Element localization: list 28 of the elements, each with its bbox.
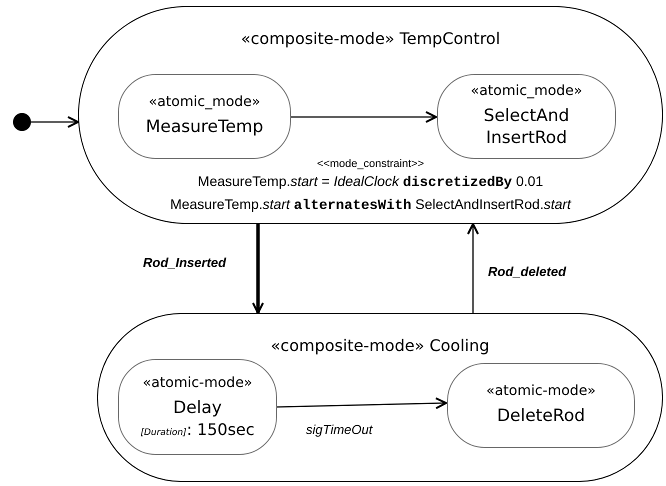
edge-label: sigTimeOut — [306, 421, 372, 439]
atomic-state — [447, 363, 635, 448]
transition-arrow — [276, 397, 447, 410]
transition-arrow — [467, 223, 479, 313]
composite-state — [78, 6, 663, 224]
constraint-stereotype: <<mode_constraint>> — [316, 159, 424, 170]
atomic-state — [437, 74, 616, 159]
atomic-state — [118, 359, 277, 455]
edge-label: Rod_deleted — [488, 263, 566, 281]
stereotype-label: «atomic_mode» — [148, 94, 260, 109]
state-name: Delay — [173, 398, 222, 420]
transition-arrow — [290, 111, 437, 123]
state-name: SelectAnd InsertRod — [482, 106, 570, 149]
state-name: MeasureTemp — [146, 116, 264, 138]
composite-state — [97, 313, 663, 482]
atomic-state — [118, 74, 291, 159]
duration-text: [Duration]: 150sec — [140, 422, 255, 438]
edge-label: Rod_Inserted — [143, 254, 226, 272]
stereotype-label: «atomic-mode» — [486, 384, 596, 398]
state-title: «composite-mode» Cooling — [270, 335, 490, 357]
stereotype-label: «atomic_mode» — [470, 84, 582, 98]
transition-arrow — [252, 224, 264, 314]
constraint-text: MeasureTemp.start = IdealClock discretizedBy 0.01 — [198, 173, 544, 192]
constraint-text: MeasureTemp.start alternatesWith SelectAndInsertRod.start — [170, 196, 571, 215]
transition-arrow — [31, 116, 79, 128]
state-name: DeleteRod — [496, 406, 586, 428]
state-title: «composite-mode» TempControl — [240, 28, 502, 50]
stereotype-label: «atomic-mode» — [142, 376, 252, 390]
